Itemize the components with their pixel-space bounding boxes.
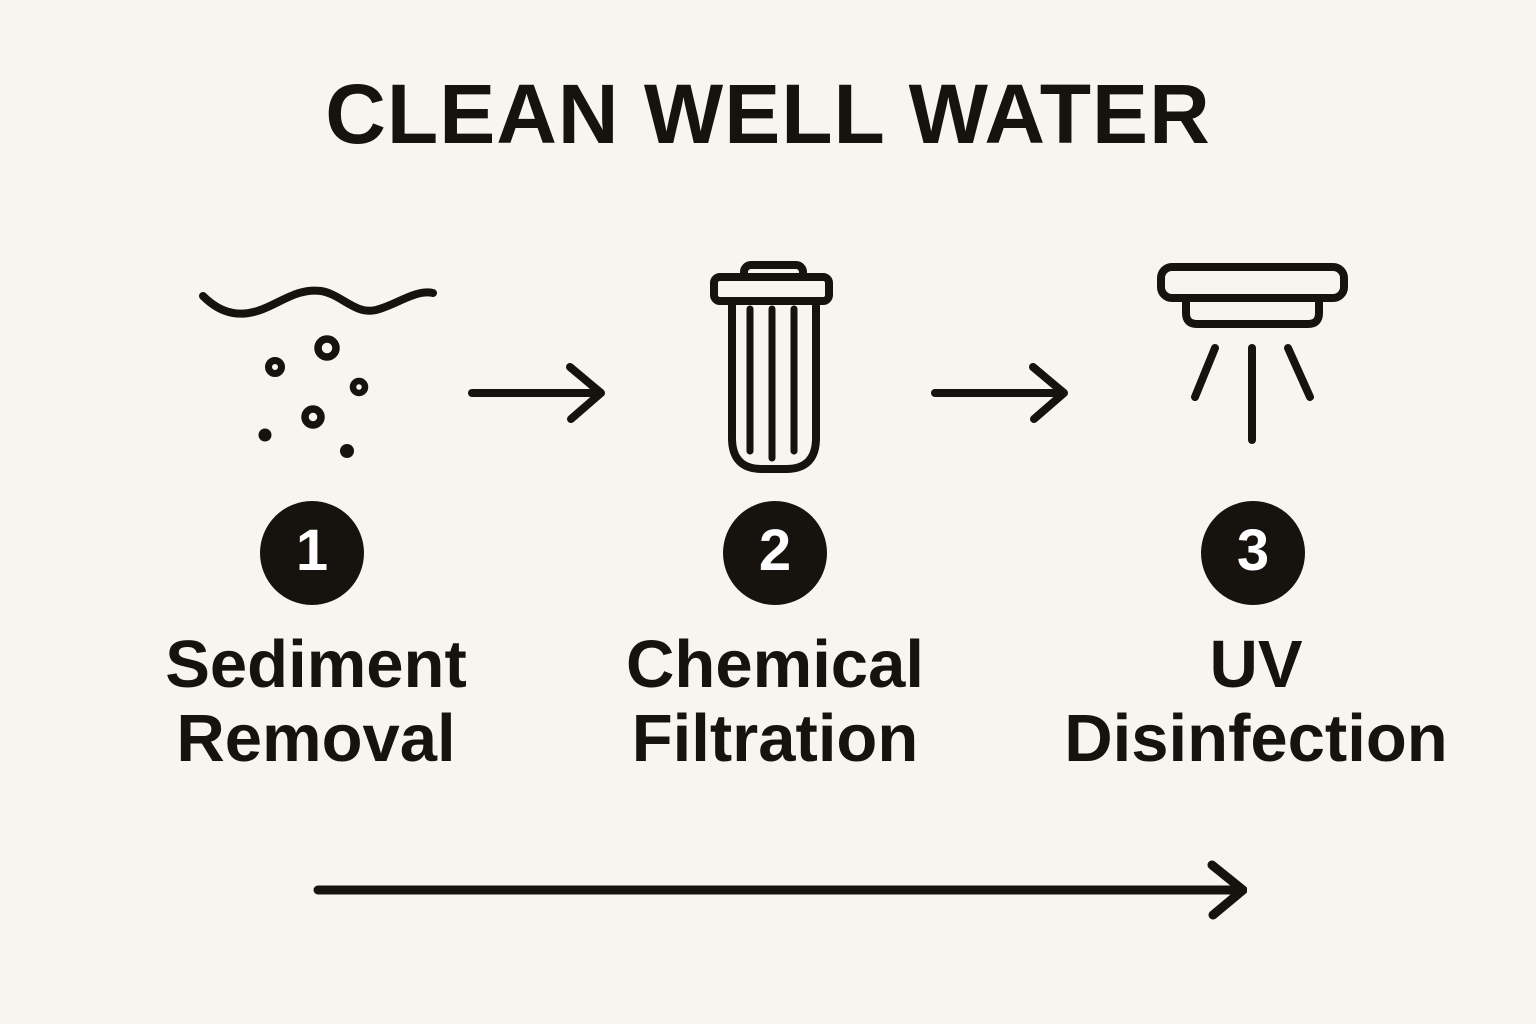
step-1-label-line-2: Removal bbox=[176, 700, 456, 776]
filter-cartridge-icon bbox=[710, 261, 833, 473]
poster-title: CLEAN WELL WATER bbox=[325, 67, 1211, 161]
step-1-label: Sediment Removal bbox=[106, 628, 526, 775]
step-2-number-badge: 2 bbox=[723, 501, 827, 605]
step-2-label: Chemical Filtration bbox=[565, 628, 985, 775]
step-3-number-badge: 3 bbox=[1201, 501, 1305, 605]
step-3-number: 3 bbox=[1236, 518, 1270, 583]
step-3-label-line-2: Disinfection bbox=[1064, 700, 1448, 776]
step-1-label-line-1: Sediment bbox=[165, 627, 467, 702]
arrow-right-icon bbox=[468, 363, 605, 423]
step-3-label-line-1: UV bbox=[1209, 627, 1303, 702]
long-flow-arrow-icon bbox=[313, 860, 1247, 920]
step-2-label-line-2: Filtration bbox=[631, 700, 919, 776]
step-2-number: 2 bbox=[758, 518, 792, 583]
uv-lamp-icon bbox=[1157, 263, 1348, 444]
sediment-in-water-icon bbox=[199, 286, 437, 458]
step-1-number-badge: 1 bbox=[260, 501, 364, 605]
step-3-label: UV Disinfection bbox=[1046, 628, 1466, 775]
step-2-label-line-1: Chemical bbox=[626, 627, 924, 702]
arrow-right-icon bbox=[931, 363, 1068, 423]
step-1-number: 1 bbox=[295, 518, 329, 583]
